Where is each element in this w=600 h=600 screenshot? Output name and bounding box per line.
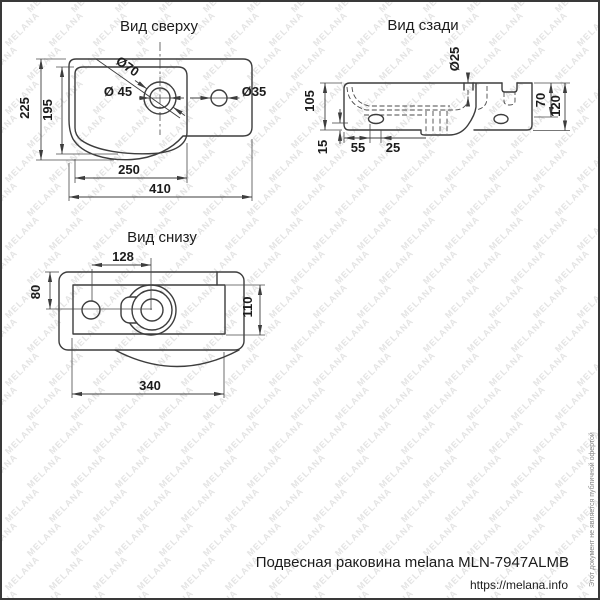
dim-label-225: 225 xyxy=(17,97,32,119)
dim-label-80: 80 xyxy=(28,285,43,299)
dim-label-15: 15 xyxy=(315,140,330,154)
dim-label-120: 120 xyxy=(548,95,563,117)
dim-label-dia35: Ø35 xyxy=(242,84,267,99)
keyhole-notch xyxy=(501,82,518,93)
dim-label-195: 195 xyxy=(40,99,55,121)
dim-label-dia25: Ø25 xyxy=(447,47,462,72)
dim-label-70: 70 xyxy=(533,93,548,107)
dim-label-55: 55 xyxy=(351,140,365,155)
view-title-back: Вид сзади xyxy=(387,17,458,34)
dim-label-340: 340 xyxy=(139,378,161,393)
back-view: Вид сзади Ø25 xyxy=(302,17,570,155)
dim-label-410: 410 xyxy=(149,181,171,196)
view-title-top: Вид сверху xyxy=(120,18,199,35)
front-rim-arc xyxy=(114,349,240,368)
top-view: Вид сверху Ø70 Ø 45 Ø35 xyxy=(17,18,266,201)
footer: Подвесная раковина melana MLN-7947ALMB h… xyxy=(256,432,596,592)
drain-hole xyxy=(140,298,164,322)
site-url[interactable]: https://melana.info xyxy=(470,578,568,592)
back-outline xyxy=(343,82,503,136)
mounting-hole-right xyxy=(493,113,509,125)
dim-label-250: 250 xyxy=(118,162,140,177)
drain-ring xyxy=(131,289,173,331)
dim-label-105: 105 xyxy=(302,90,317,112)
bottom-view: Вид снизу 128 80 110 xyxy=(28,229,265,398)
basin-outline-inner xyxy=(74,66,188,155)
mounting-hole-left xyxy=(367,113,385,125)
tap-hole-45 xyxy=(149,87,171,109)
dim-label-25: 25 xyxy=(386,140,400,155)
product-caption: Подвесная раковина melana MLN-7947ALMB xyxy=(256,554,569,571)
bottom-outline xyxy=(58,271,245,351)
dim-label-128: 128 xyxy=(112,249,134,264)
dim-label-110: 110 xyxy=(240,297,255,318)
legal-note: Этот документ не является публичной офер… xyxy=(588,432,596,587)
dim-label-dia45: Ø 45 xyxy=(104,84,132,99)
side-hole-35 xyxy=(210,89,228,107)
basin-outline-outer xyxy=(68,58,253,161)
view-title-bottom: Вид снизу xyxy=(127,229,197,246)
dim-label-dia70: Ø70 xyxy=(113,53,142,79)
fixing-hole xyxy=(81,300,101,320)
